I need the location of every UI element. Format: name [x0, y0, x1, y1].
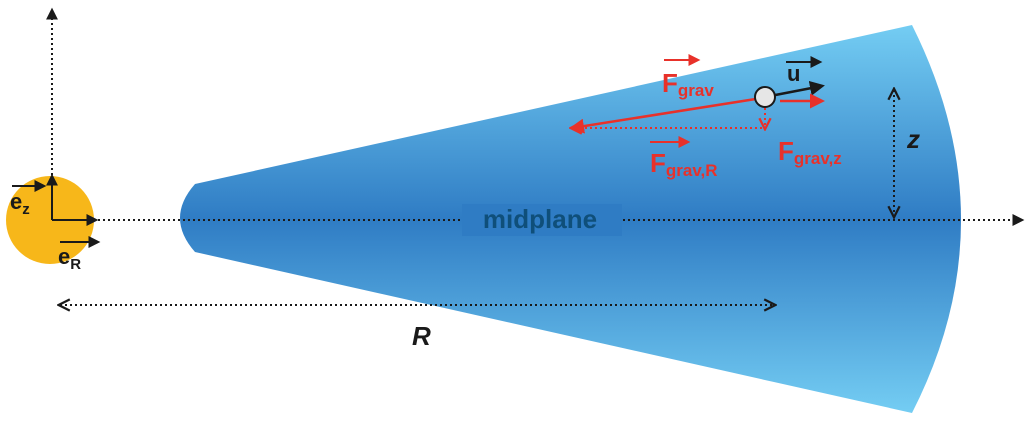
height-label: z [906, 124, 920, 154]
midplane-label-bg [462, 204, 622, 236]
velocity-label: u [787, 61, 800, 86]
grav-force-arrow [569, 96, 763, 134]
particle [754, 86, 776, 108]
basis-r-label: eR [58, 244, 81, 273]
midplane-label: midplane [483, 204, 597, 234]
radius-label: R [412, 321, 431, 351]
grav-r-label: Fgrav,R [650, 148, 718, 180]
basis-z-label: ez [10, 189, 30, 218]
grav-z-label: Fgrav,z [778, 136, 842, 168]
grav-label: Fgrav [662, 68, 714, 100]
